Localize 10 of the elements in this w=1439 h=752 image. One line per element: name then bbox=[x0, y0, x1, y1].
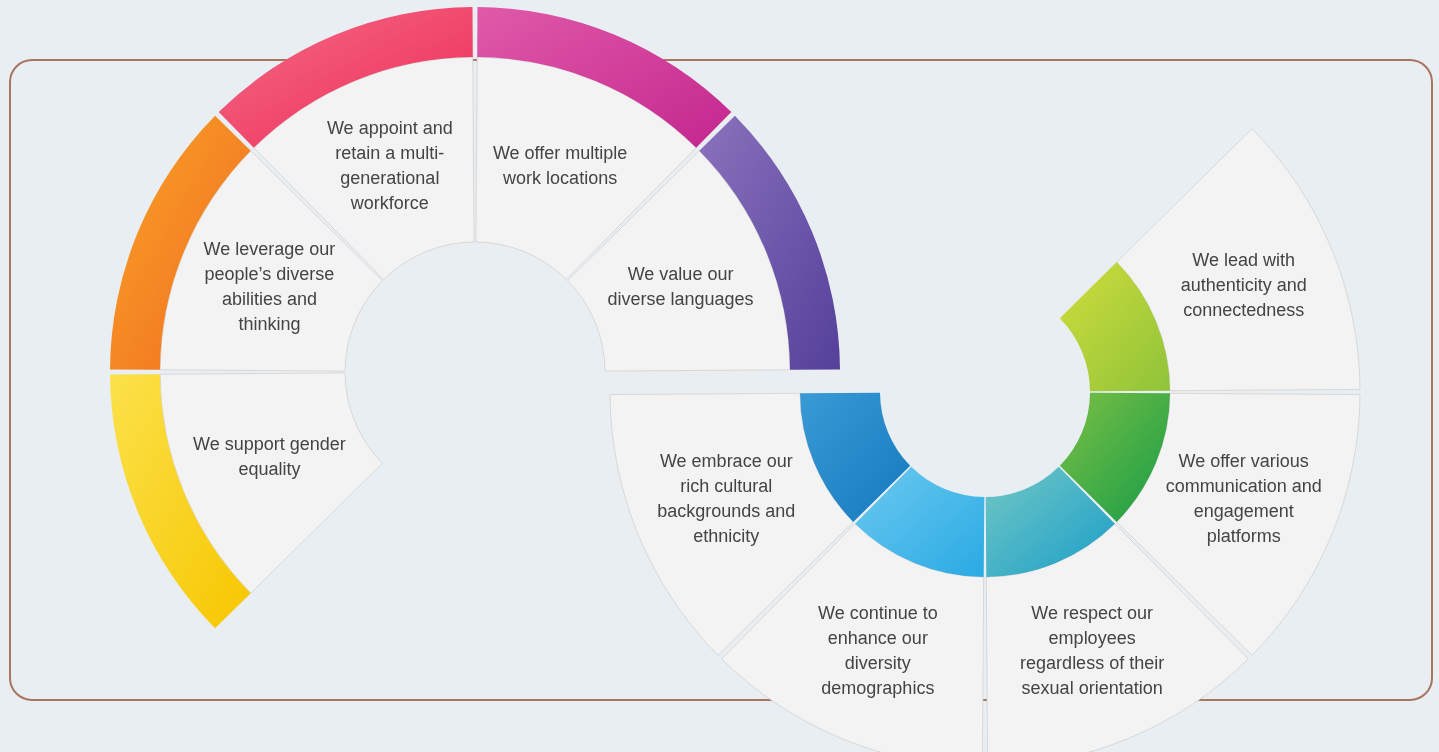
segment-text: We value our diverse languages bbox=[606, 262, 755, 311]
segment-text: We embrace our rich cultural backgrounds and ethnicity bbox=[656, 450, 797, 549]
segment-text: We offer various communication and engagement platforms bbox=[1164, 450, 1323, 549]
segment-text: We lead with authenticity and connectedness bbox=[1179, 248, 1308, 322]
segment-text: We leverage our people’s diverse abilities and thinking bbox=[202, 237, 337, 336]
segment-text: We offer multiple work locations bbox=[491, 142, 629, 191]
segment-text: We respect our employees regardless of their sexual orientation bbox=[1019, 601, 1166, 700]
segment-text: We continue to enhance our diversity demographics bbox=[816, 601, 939, 700]
segment-text: We appoint and retain a multi-generational workforce bbox=[325, 117, 454, 216]
segment-text: We support gender equality bbox=[192, 433, 347, 482]
